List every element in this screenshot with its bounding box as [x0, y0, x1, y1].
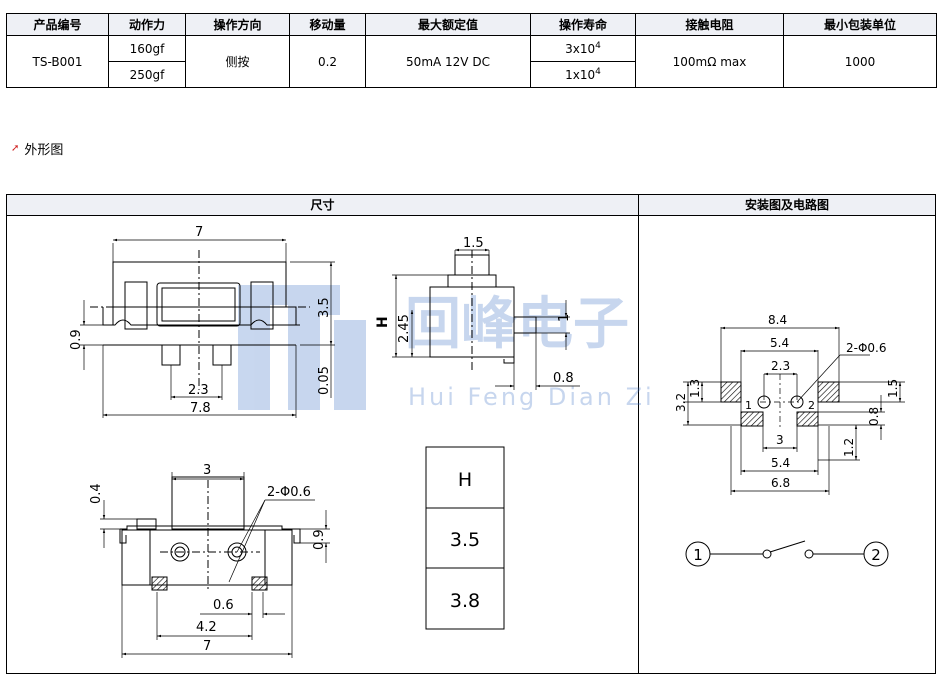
mount-w3: 2.3 [771, 359, 790, 373]
cell-travel: 0.2 [289, 35, 366, 88]
arrow-icon: ➚ [11, 143, 20, 154]
bottom-pad-right [251, 576, 268, 591]
mount-hole-1 [757, 395, 771, 409]
mount-pad2: 2 [808, 399, 815, 412]
front-width-top: 7 [195, 225, 203, 240]
front-offset: 0.9 [69, 329, 84, 350]
front-width-bottom: 7.8 [190, 401, 211, 416]
cell-direction: 侧按 [185, 35, 290, 88]
header-force: 动作力 [108, 13, 186, 36]
mount-w2: 5.4 [770, 336, 789, 350]
cell-packing: 1000 [783, 35, 937, 88]
dimension-title: 尺寸 [7, 195, 638, 216]
side-pin: 1 [557, 314, 572, 322]
h-table-value-2: 3.8 [450, 590, 480, 612]
mount-holes: 2-Φ0.6 [846, 341, 887, 355]
mount-diagram [683, 326, 905, 495]
front-view [80, 238, 335, 418]
mount-pad1: 1 [745, 399, 752, 412]
circuit-diagram [685, 540, 889, 567]
mount-pad-tr [817, 381, 840, 403]
cell-rating: 50mA 12V DC [365, 35, 531, 88]
bottom-p2: 4.2 [196, 620, 217, 635]
front-gap: 0.05 [317, 366, 332, 395]
cell-force-1: 160gf [108, 35, 186, 62]
mount-w7: 6.8 [771, 476, 790, 490]
bottom-holes: 2-Φ0.6 [267, 485, 311, 500]
bottom-h: 0.9 [312, 529, 327, 550]
h-table-value-1: 3.5 [450, 529, 480, 551]
bottom-p1: 0.6 [213, 598, 234, 613]
bottom-t: 0.4 [89, 483, 104, 504]
cell-force-2: 250gf [108, 61, 186, 88]
mount-w6: 5.4 [771, 456, 790, 470]
mount-title: 安装图及电路图 [639, 195, 935, 216]
header-rating: 最大额定值 [365, 13, 531, 36]
watermark: 回峰电子 Hui Feng Dian Zi [238, 285, 655, 411]
mount-h3: 0.8 [867, 407, 881, 426]
mount-h4: 1.2 [842, 438, 856, 457]
bottom-top: 3 [203, 463, 211, 478]
watermark-en: Hui Feng Dian Zi [408, 383, 655, 411]
header-resistance: 接触电阻 [635, 13, 784, 36]
mount-hole-2 [790, 395, 804, 409]
mount-pad-br [796, 411, 819, 427]
panel-divider [638, 195, 639, 673]
front-pin-pitch: 2.3 [188, 383, 209, 398]
mount-h2: 3.2 [674, 393, 688, 412]
side-view [392, 248, 580, 390]
mount-w1: 8.4 [768, 313, 787, 327]
h-table: H 3.5 3.8 [425, 446, 505, 630]
drawing-panel: 尺寸 安装图及电路图 [6, 194, 936, 674]
circuit-node-2: 2 [871, 546, 881, 564]
bottom-width: 7 [203, 639, 211, 654]
side-h: 2.45 [397, 314, 412, 343]
header-direction: 操作方向 [185, 13, 290, 36]
bottom-view [100, 472, 330, 658]
cell-life-2: 1x104 [530, 61, 636, 88]
header-life: 操作寿命 [530, 13, 636, 36]
section-heading: ➚ 外形图 [11, 139, 63, 158]
cell-life-1: 3x104 [530, 35, 636, 62]
section-title: 外形图 [24, 143, 64, 158]
side-top: 1.5 [463, 236, 484, 251]
side-pin-len: 0.8 [553, 371, 574, 386]
mount-w5: 3 [776, 433, 784, 447]
header-model: 产品编号 [6, 13, 109, 36]
mount-h1: 1.3 [688, 379, 702, 398]
mount-pad-bl [740, 411, 764, 427]
front-height: 3.5 [317, 297, 332, 318]
watermark-cn: 回峰电子 [405, 292, 629, 357]
spec-table: 产品编号 动作力 操作方向 移动量 最大额定值 操作寿命 接触电阻 最小包装单位… [6, 13, 937, 88]
bottom-pad-left [151, 576, 168, 591]
mount-pad-tl [720, 381, 742, 403]
circuit-node-1: 1 [693, 546, 703, 564]
cell-model: TS-B001 [6, 35, 109, 88]
mount-w4: 1.5 [886, 379, 900, 398]
side-h-label: H [375, 316, 391, 328]
h-table-header: H [458, 469, 472, 491]
